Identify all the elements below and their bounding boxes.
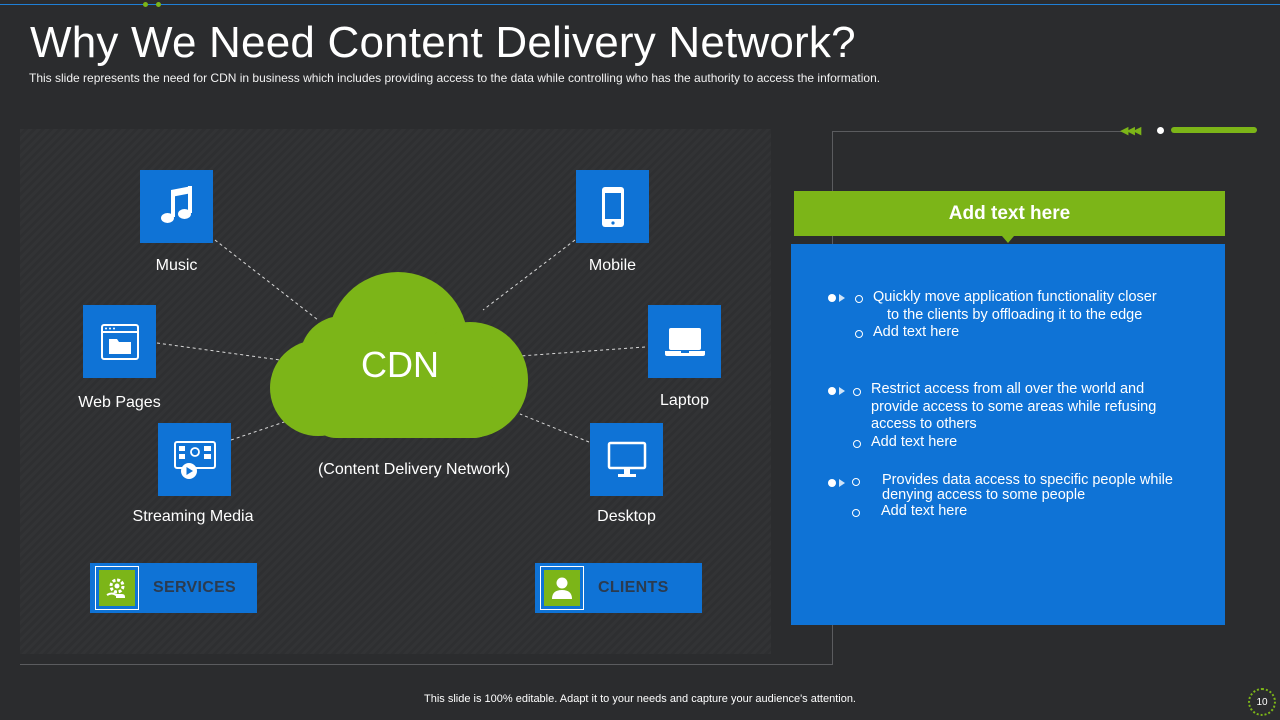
mobile-phone-icon (601, 186, 624, 227)
bullet-icon (855, 295, 863, 303)
group-marker-dot (828, 479, 836, 487)
decor-bar (1171, 127, 1257, 133)
panel-header-pointer (1002, 236, 1014, 243)
page-number: 10 (1248, 688, 1276, 716)
legend-services: SERVICES (90, 563, 257, 613)
bullet-text: Restrict access from all over the world … (871, 381, 1145, 397)
music-tile (140, 170, 213, 243)
legend-icon-bg (99, 570, 135, 606)
desktop-label: Desktop (597, 508, 656, 525)
bullet-text: to the clients by offloading it to the e… (887, 307, 1143, 323)
bullet-sub-text: Add text here (881, 503, 968, 519)
bullet-sub-text: Add text here (871, 434, 958, 450)
panel-header: Add text here (794, 191, 1225, 236)
legend-clients: CLIENTS (535, 563, 702, 613)
streaming-media-tile (158, 423, 231, 496)
legend-icon-frame (540, 566, 584, 610)
bullet-icon (855, 330, 863, 338)
slide-subtitle: This slide represents the need for CDN i… (29, 71, 881, 85)
group-marker-dot (828, 294, 836, 302)
desktop-monitor-icon (607, 441, 646, 477)
top-accent-dot (156, 2, 161, 7)
laptop-tile (648, 305, 721, 378)
cdn-cloud-shape (270, 272, 528, 438)
group-marker-dot (828, 387, 836, 395)
bullet-text: access to others (871, 416, 977, 432)
streaming-media-label: Streaming Media (132, 508, 254, 525)
top-accent-dot (143, 2, 148, 7)
folder-window-icon (100, 323, 139, 360)
bullet-text: provide access to some areas while refus… (871, 399, 1157, 415)
bullet-icon (853, 388, 861, 396)
legend-services-label: SERVICES (153, 579, 237, 596)
footer-note: This slide is 100% editable. Adapt it to… (424, 693, 856, 705)
info-panel (791, 244, 1225, 625)
bullet-icon (852, 509, 860, 517)
decor-dot (1157, 127, 1164, 134)
gear-hand-icon (106, 578, 126, 598)
group-marker-arrow (839, 294, 845, 302)
slide-title: Why We Need Content Delivery Network? (30, 18, 856, 67)
bullet-text: denying access to some people (882, 487, 1086, 503)
bullet-text: Quickly move application functionality c… (873, 289, 1157, 305)
legend-icon-frame (95, 566, 139, 610)
music-label: Music (155, 257, 198, 274)
person-icon (552, 577, 572, 599)
legend-clients-label: CLIENTS (598, 579, 669, 596)
group-marker-arrow (839, 387, 845, 395)
group-marker-arrow (839, 479, 845, 487)
laptop-icon (664, 327, 705, 356)
outline-top-line (832, 131, 1122, 132)
web-pages-tile (83, 305, 156, 378)
mobile-tile (576, 170, 649, 243)
web-pages-label: Web Pages (78, 394, 161, 411)
rewind-arrows-icon: ◀◀◀ (1120, 125, 1141, 137)
music-note-icon (160, 185, 192, 223)
mobile-label: Mobile (588, 257, 637, 274)
bullet-sub-text: Add text here (873, 324, 960, 340)
legend-icon-bg (544, 570, 580, 606)
bullet-icon (853, 440, 861, 448)
cdn-label: CDN (361, 344, 439, 385)
bullet-icon (852, 478, 860, 486)
laptop-label: Laptop (660, 392, 709, 409)
cdn-caption: (Content Delivery Network) (317, 461, 511, 478)
streaming-media-icon (173, 440, 216, 479)
bullet-text: Provides data access to specific people … (882, 472, 1173, 488)
top-accent-line (0, 4, 1280, 5)
desktop-tile (590, 423, 663, 496)
